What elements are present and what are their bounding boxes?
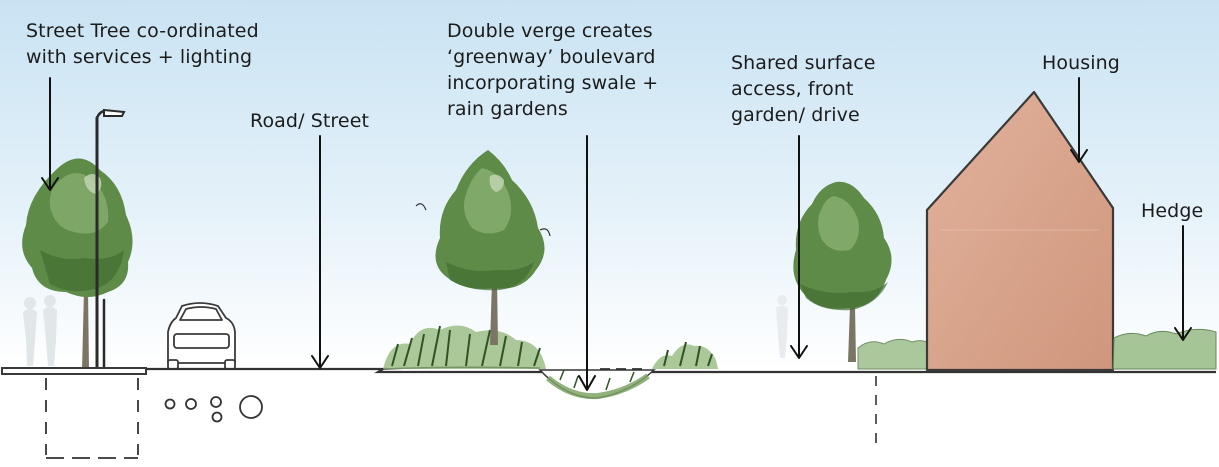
house <box>925 90 1115 372</box>
arrow-shared-surface <box>790 135 808 359</box>
swale <box>538 368 656 400</box>
greenway-tree <box>415 150 551 345</box>
car-outline <box>167 302 236 370</box>
label-housing: Housing <box>1042 52 1120 74</box>
road-surface-line <box>146 367 1216 374</box>
label-arrows <box>41 77 1192 391</box>
label-street-tree: Street Tree co-ordinated with services +… <box>26 20 259 68</box>
rain-garden-planting <box>383 325 718 369</box>
label-hedge: Hedge <box>1141 200 1204 222</box>
underground-services <box>45 378 263 459</box>
arrow-street-tree <box>41 77 59 191</box>
person-silhouette <box>776 295 788 358</box>
arrow-verge <box>578 135 596 391</box>
front-garden-tree <box>793 181 892 362</box>
street-tree-left <box>22 158 133 370</box>
front-garden-shrubs <box>857 338 935 370</box>
label-shared-surface: Shared surface access, front garden/ dri… <box>731 52 876 126</box>
arrow-housing <box>1070 77 1088 163</box>
arrow-hedge <box>1174 225 1192 341</box>
street-lamp <box>95 108 126 372</box>
ground-line <box>1 367 147 375</box>
arrow-road <box>311 135 329 369</box>
label-road: Road/ Street <box>250 110 370 132</box>
pedestrian-silhouettes <box>23 295 57 366</box>
hedge <box>1112 328 1217 370</box>
label-verge: Double verge creates ‘greenway’ boulevar… <box>447 20 659 120</box>
